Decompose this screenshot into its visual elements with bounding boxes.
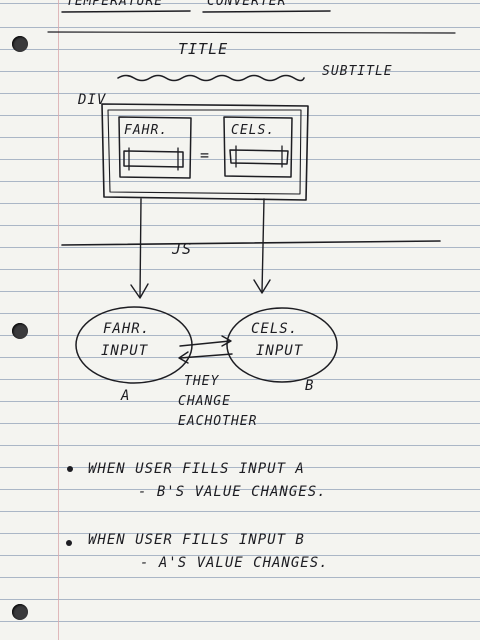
node-b-tag: B	[305, 378, 315, 394]
node-b-line2: INPUT	[256, 343, 304, 359]
header-rule	[47, 31, 456, 34]
cels-label: CELS.	[231, 123, 276, 138]
fahr-input-sketch	[123, 150, 184, 168]
margin-line	[58, 0, 59, 640]
arrow-a-to-b	[179, 340, 231, 347]
node-a-line1: FAHR.	[103, 321, 151, 337]
div-box-inner	[107, 109, 302, 195]
header-underline	[202, 10, 331, 13]
bullet-1-line1: WHEN USER FILLS INPUT A	[88, 461, 305, 477]
js-divider	[61, 240, 441, 246]
js-label: JS	[172, 240, 193, 258]
node-a-line2: INPUT	[101, 343, 149, 359]
node-b-line1: CELS.	[251, 321, 299, 337]
fahr-box	[118, 116, 192, 179]
div-label: DIV	[78, 92, 107, 108]
bullet-2-line2: - A'S VALUE CHANGES.	[140, 555, 329, 571]
header-underline	[61, 10, 191, 13]
bullet-2-line1: WHEN USER FILLS INPUT B	[88, 532, 305, 548]
page-subtitle: SUBTITLE	[322, 64, 393, 79]
div-box	[101, 103, 309, 201]
binder-hole	[12, 36, 28, 52]
arrow-fahr-down	[139, 198, 142, 298]
arrow-b-to-a	[179, 353, 233, 359]
cels-box	[223, 116, 293, 178]
bullet-dot	[67, 466, 73, 472]
note-line3: EACHOTHER	[178, 414, 258, 429]
note-line1: THEY	[184, 374, 220, 389]
bullet-1-line2: - B'S VALUE CHANGES.	[138, 484, 327, 500]
note-line2: CHANGE	[178, 394, 231, 409]
header-left-text: TEMPERATURE	[66, 0, 164, 9]
bullet-dot	[66, 540, 72, 546]
node-b-ellipse	[226, 307, 338, 383]
node-a-tag: A	[121, 388, 131, 404]
arrow-cels-down	[261, 198, 265, 293]
binder-hole	[12, 323, 28, 339]
equals-sign: =	[200, 146, 211, 164]
fahr-label: FAHR.	[124, 123, 169, 138]
cels-input-sketch	[229, 149, 289, 165]
header-right-text: CONVERTER	[207, 0, 287, 9]
subtitle-squiggle	[117, 74, 305, 82]
binder-hole	[12, 604, 28, 620]
page-title: TITLE	[178, 40, 229, 58]
